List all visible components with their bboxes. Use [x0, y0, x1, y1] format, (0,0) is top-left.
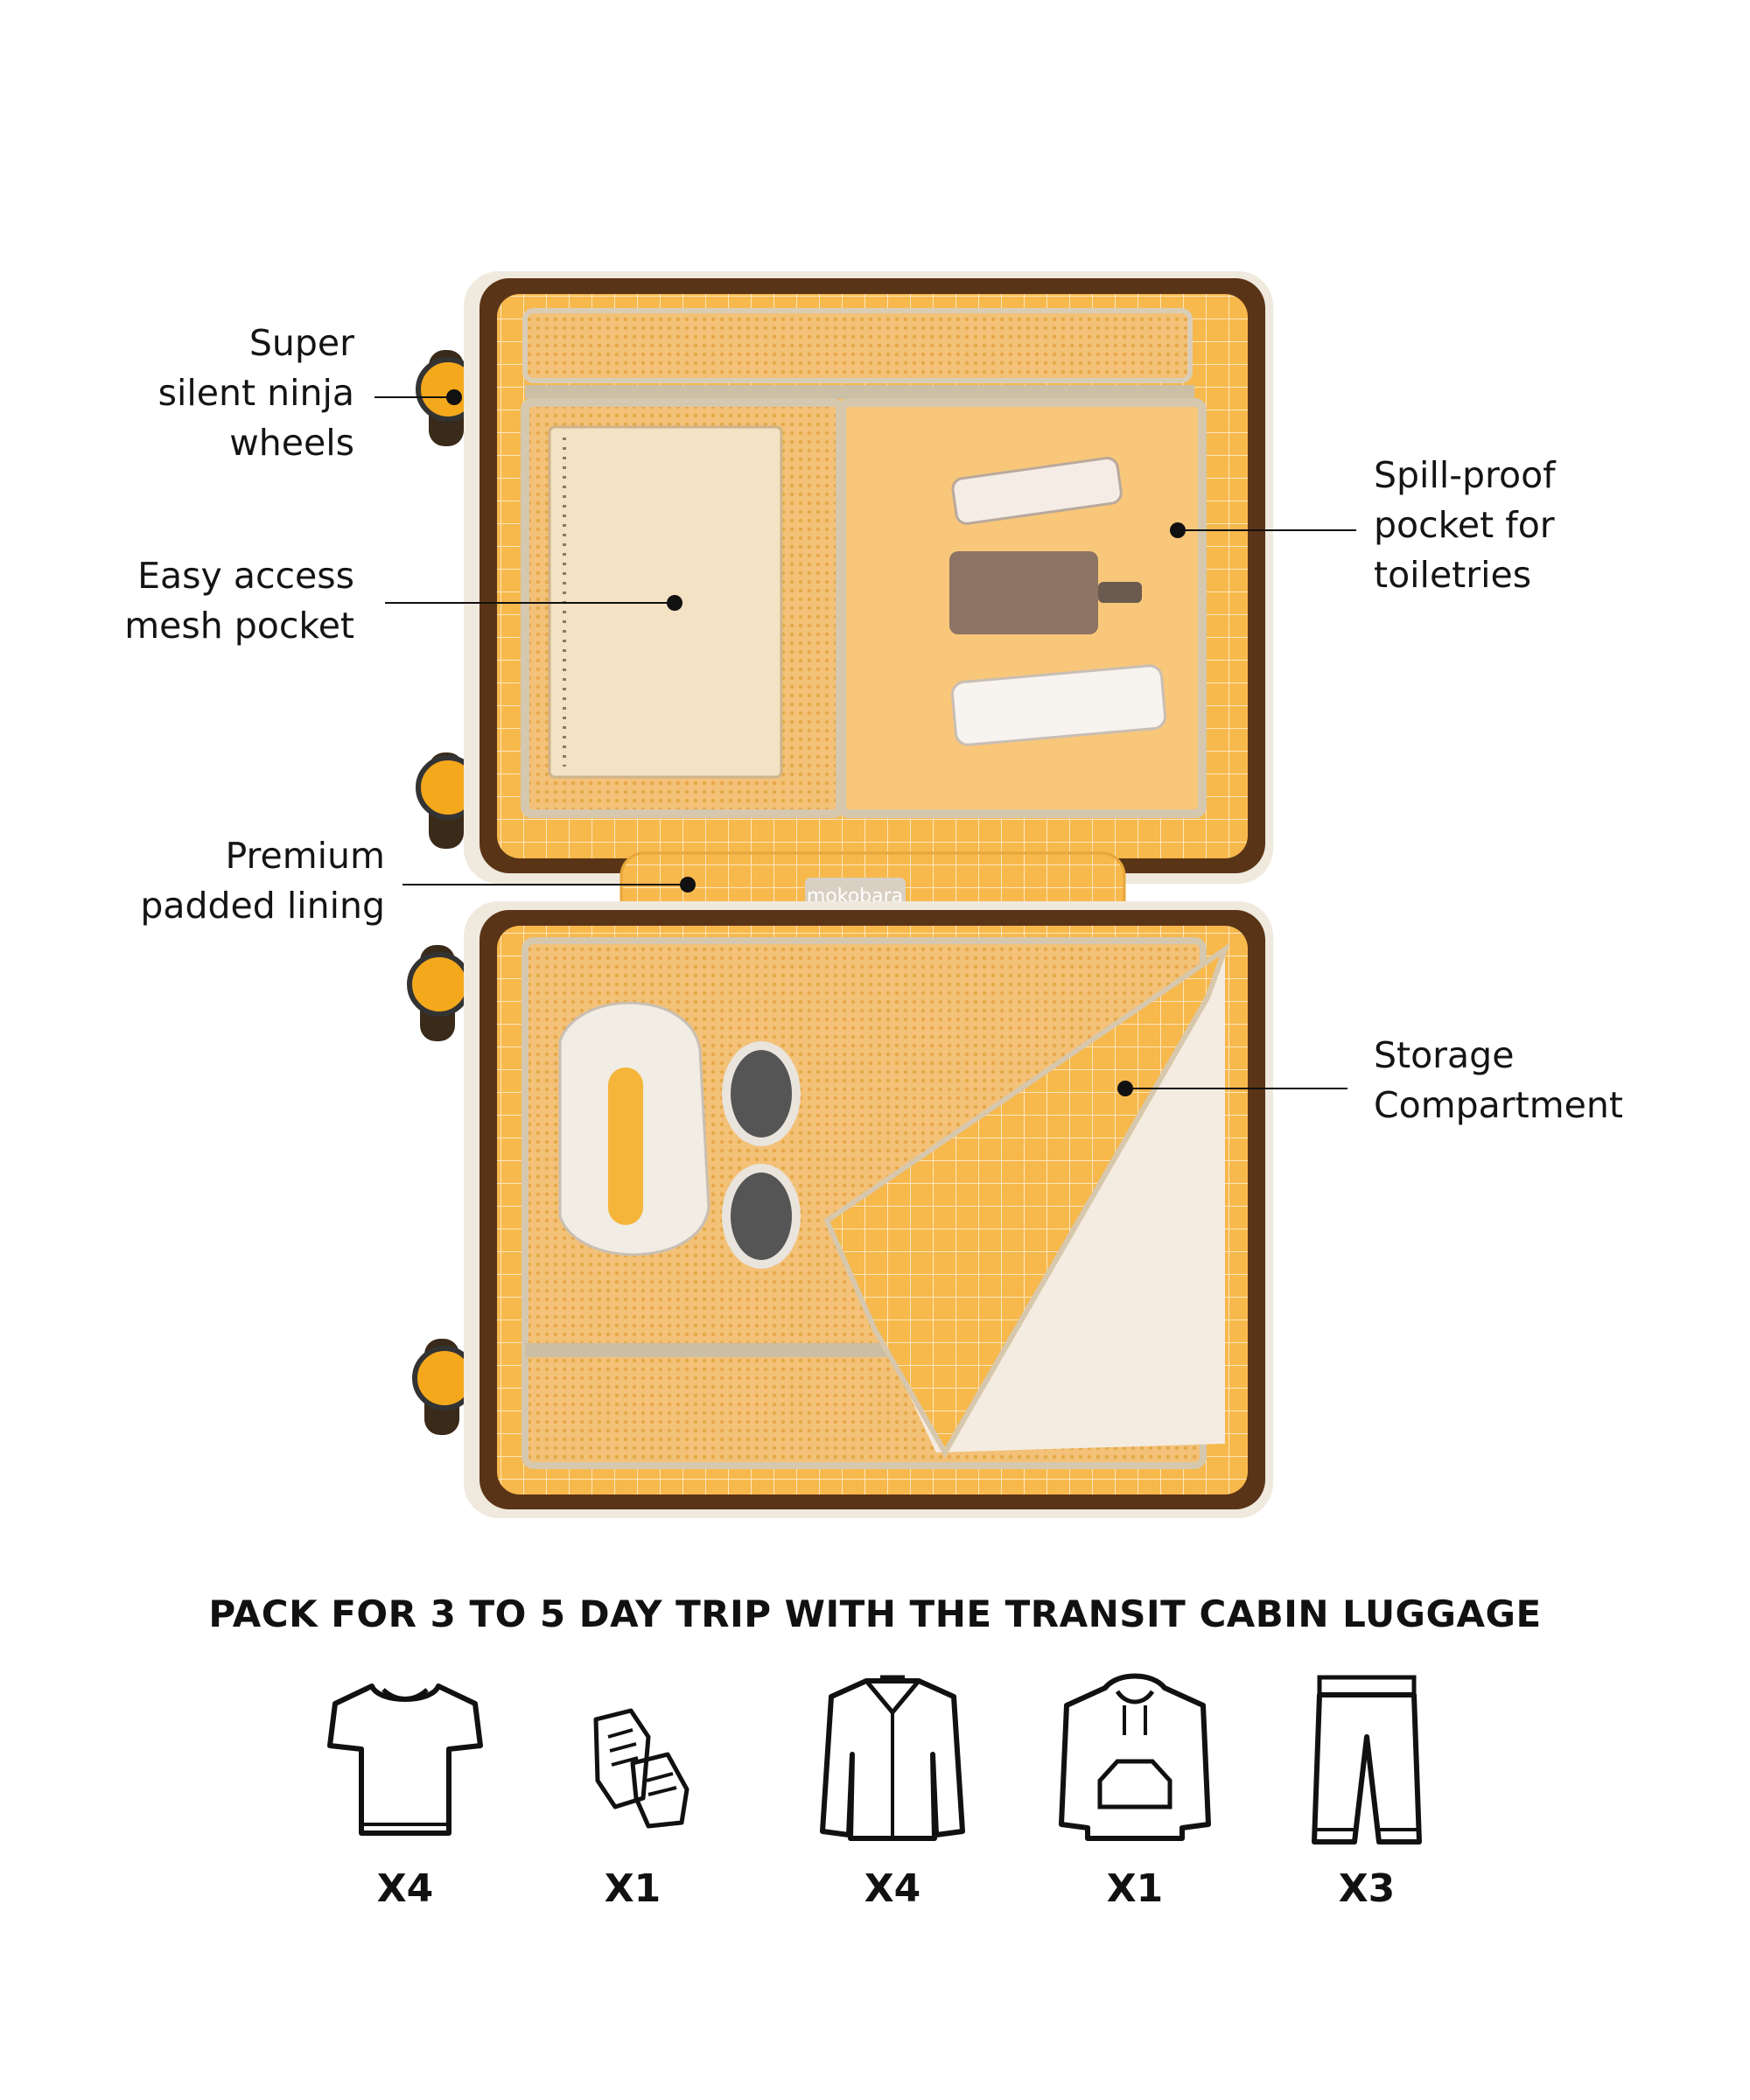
tshirt-icon: [327, 1684, 483, 1836]
callout-mesh-pocket: Easy access mesh pocket: [124, 555, 354, 647]
callout-wheels: Super silent ninja wheels: [158, 322, 354, 464]
sneakers-icon: [593, 1708, 690, 1829]
hoodie-icon: [1059, 1673, 1211, 1841]
wheel-bottom: [412, 1339, 477, 1435]
suitcase-upper-half: [464, 271, 1273, 884]
dot-wheels: [446, 389, 462, 405]
wheel-lower-middle: [407, 945, 472, 1041]
dot-mesh-pocket: [667, 595, 682, 611]
leader-mesh-pocket: [385, 602, 674, 604]
packing-headline: PACK FOR 3 TO 5 DAY TRIP WITH THE TRANSI…: [208, 1592, 1542, 1635]
pack-item-trousers: X3: [1279, 1667, 1454, 1921]
dot-padded-lining: [680, 877, 696, 892]
qty-hoodie: X1: [1106, 1866, 1164, 1911]
callout-storage: Storage Compartment: [1374, 1034, 1623, 1126]
open-suitcase-illustration: mokobara: [407, 271, 1273, 1518]
qty-trousers: X3: [1338, 1866, 1396, 1911]
pack-item-tshirt: X4: [318, 1667, 493, 1921]
leader-spill-proof: [1177, 529, 1356, 531]
pack-item-shirt: X4: [805, 1667, 980, 1921]
dot-storage: [1117, 1081, 1133, 1096]
suitcase-lower-half: [464, 901, 1273, 1518]
callout-spill-proof: Spill-proof pocket for toiletries: [1374, 454, 1556, 596]
dot-spill-proof: [1170, 522, 1186, 538]
leader-storage: [1124, 1088, 1348, 1089]
pack-item-hoodie: X1: [1047, 1667, 1222, 1921]
qty-sneakers: X1: [604, 1866, 662, 1911]
shirt-icon: [820, 1675, 965, 1841]
pack-item-sneakers: X1: [545, 1667, 720, 1921]
callout-padded-lining: Premium padded lining: [140, 835, 385, 927]
leader-padded-lining: [402, 884, 687, 886]
leader-wheels: [374, 396, 453, 398]
trousers-icon: [1312, 1675, 1422, 1844]
qty-shirt: X4: [864, 1866, 921, 1911]
qty-tshirt: X4: [376, 1866, 434, 1911]
